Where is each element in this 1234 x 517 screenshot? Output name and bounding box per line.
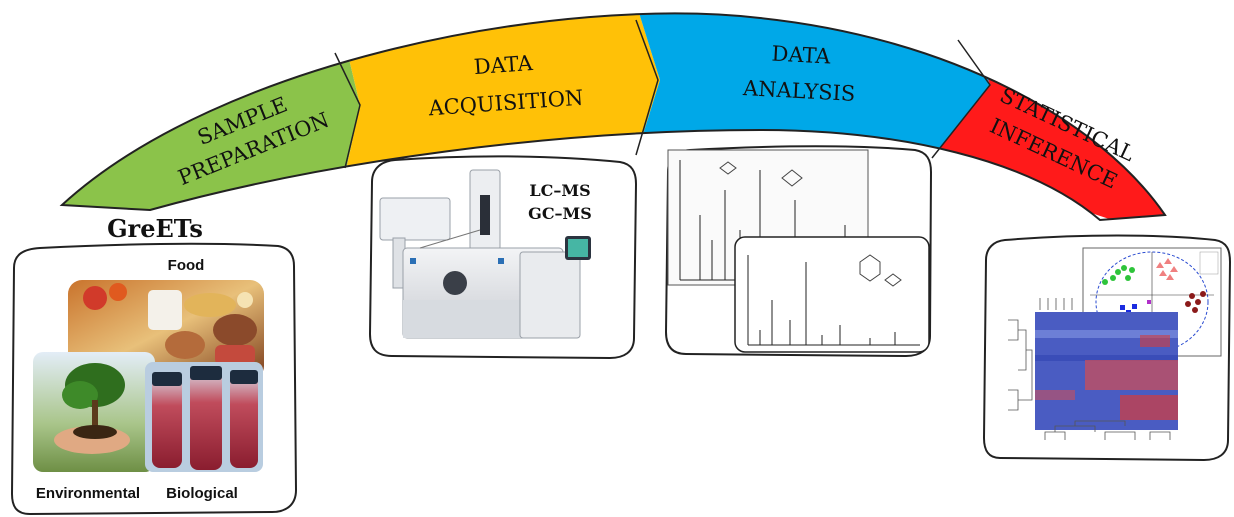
acquisition-panel: LC–MS GC–MS — [368, 155, 638, 360]
divider-3 — [931, 39, 991, 159]
pca-score-plot — [1082, 247, 1222, 357]
stage-label-line: DATA — [473, 51, 534, 79]
divider-1 — [334, 52, 361, 169]
stage-label-data-analysis: DATA ANALYSIS — [741, 42, 855, 106]
spectrum-plot-front — [734, 236, 930, 353]
divider-2 — [635, 19, 659, 156]
stage-label-line: DATA — [771, 42, 832, 69]
stage-label-line: ANALYSIS — [741, 76, 855, 106]
food-label: Food — [168, 257, 205, 274]
analysis-panel — [664, 145, 933, 358]
environmental-label: Environmental — [36, 485, 140, 502]
mass-spectrometer-image — [379, 169, 591, 339]
arc-outline — [59, 12, 1167, 222]
biological-image — [145, 362, 263, 472]
dendrogram — [1008, 298, 1171, 440]
stage-band-data-acquisition — [335, 13, 660, 175]
environmental-image — [33, 352, 155, 472]
statistics-panel — [982, 234, 1232, 462]
gc-ms-label: GC–MS — [528, 204, 592, 223]
greets-title: GreETs — [107, 214, 203, 243]
heatmap — [1035, 312, 1178, 430]
biological-label: Biological — [166, 485, 238, 502]
sample-panel: Food Environmental Biological — [10, 242, 298, 516]
lc-ms-label: LC–MS — [529, 181, 590, 200]
